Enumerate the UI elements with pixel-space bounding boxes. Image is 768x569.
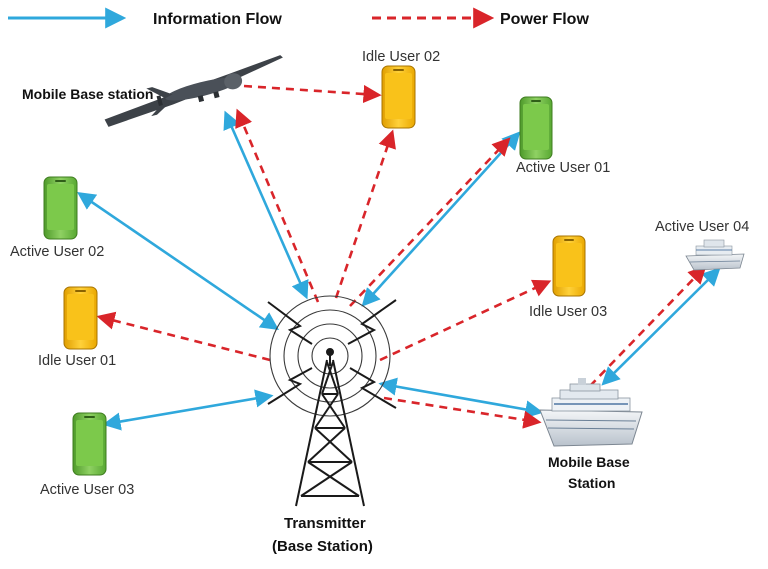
transmitter-label-line1: Transmitter <box>284 515 366 532</box>
power-link-active-user-01 <box>349 137 511 307</box>
signal-rings <box>269 295 391 417</box>
power-links <box>96 84 707 429</box>
info-link-drone <box>223 110 309 300</box>
idle-user-01-phone-icon <box>63 286 98 350</box>
info-link-active-user-01 <box>361 131 521 307</box>
active-user-03-phone-icon <box>72 412 107 476</box>
info-link-active-user-04 <box>601 267 721 386</box>
idle-user-02-label: Idle User 02 <box>362 49 440 65</box>
idle-user-03-label: Idle User 03 <box>529 304 607 320</box>
active-user-03-label: Active User 03 <box>40 482 134 498</box>
idle-user-03-phone-icon <box>552 235 586 297</box>
legend: Information Flow Power Flow <box>8 7 589 29</box>
active-user-01-phone-icon <box>519 96 553 160</box>
transmitter-tower-icon <box>295 348 365 507</box>
legend-info-label: Information Flow <box>153 11 282 28</box>
drone-icon <box>104 55 283 127</box>
info-link-active-user-03 <box>102 389 274 431</box>
power-link-active-user-04 <box>589 265 707 387</box>
active-user-04-ship-icon <box>685 239 745 271</box>
legend-power-label: Power Flow <box>500 11 589 28</box>
drone-label: Mobile Base station <box>22 86 153 102</box>
active-user-02-phone-icon <box>43 176 78 240</box>
power-link-idle-user-01 <box>96 311 271 362</box>
ship-label-line1: Mobile Base <box>548 454 630 470</box>
idle-user-01-label: Idle User 01 <box>38 353 116 369</box>
information-links <box>76 110 721 431</box>
active-user-04-label: Active User 04 <box>655 219 749 235</box>
power-link-idle-user-03 <box>379 279 552 362</box>
ship-label-line2: Station <box>568 475 615 491</box>
power-link-ship <box>383 396 542 429</box>
power-link-drone <box>235 108 320 303</box>
idle-user-02-phone-icon <box>381 65 416 129</box>
lightning-bolts <box>267 299 397 409</box>
power-link-drone-to-idle-02 <box>243 84 382 104</box>
info-link-ship <box>378 377 544 419</box>
transmitter-label-line2: (Base Station) <box>272 538 373 555</box>
ship-icon <box>539 378 643 447</box>
power-link-idle-user-02 <box>334 129 396 299</box>
active-user-01-label: Active User 01 <box>516 160 610 176</box>
info-link-active-user-02 <box>76 191 280 331</box>
active-user-02-label: Active User 02 <box>10 244 104 260</box>
